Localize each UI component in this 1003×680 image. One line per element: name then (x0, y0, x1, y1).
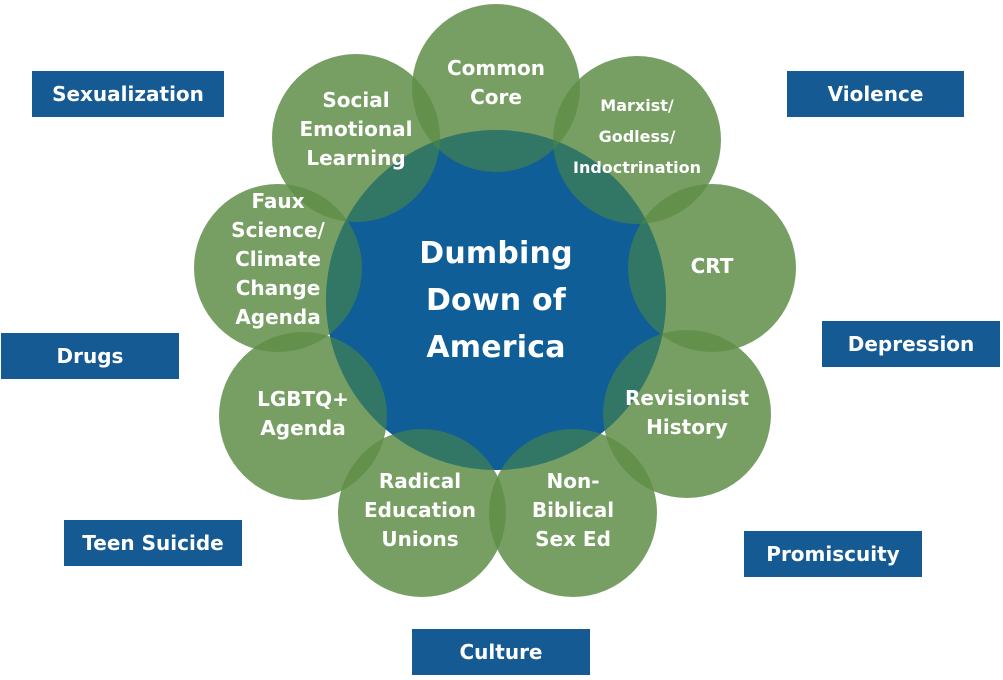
petal-circle-crt (628, 184, 796, 352)
petal-circle-non-biblical-sex-ed (489, 429, 657, 597)
outcome-label: Depression (847, 332, 975, 356)
outcome-label: Teen Suicide (82, 531, 224, 555)
petal-label-faux-science: Faux Science/ Climate Change Agenda (208, 187, 348, 332)
petal-line: Revisionist (625, 386, 749, 410)
petal-line: Godless/ (598, 127, 676, 146)
outcome-label: Violence (827, 82, 924, 106)
petal-line: Sex Ed (535, 527, 611, 551)
petal-line: Science/ (231, 218, 325, 242)
petal-line: Education (364, 498, 476, 522)
petal-label-common-core: Common Core (426, 54, 566, 112)
outcome-box-depression: Depression (822, 321, 1000, 367)
petal-label-social-emotional-learning: Social Emotional Learning (288, 86, 424, 173)
petal-line: Non- (546, 469, 600, 493)
petal-label-marxist: Marxist/ Godless/ Indoctrination (566, 90, 708, 183)
outcome-label: Promiscuity (766, 542, 900, 566)
petal-circle-radical-education-unions (338, 429, 506, 597)
petal-line: Marxist/ (600, 96, 674, 115)
petal-line: Emotional (299, 117, 413, 141)
petal-line: Social (322, 88, 390, 112)
outcome-label: Culture (459, 640, 543, 664)
outcome-box-teen-suicide: Teen Suicide (64, 520, 242, 566)
petal-line: Indoctrination (573, 158, 701, 177)
center-title: Dumbing Down of America (380, 230, 612, 371)
petal-line: Agenda (235, 305, 321, 329)
petal-line: Core (470, 85, 522, 109)
petal-circle-faux-science (194, 184, 362, 352)
petal-line: Radical (378, 469, 462, 493)
outcome-box-culture: Culture (412, 629, 590, 675)
petal-label-crt: CRT (662, 252, 762, 281)
petal-label-non-biblical-sex-ed: Non- Biblical Sex Ed (513, 467, 633, 554)
center-line: America (426, 330, 566, 365)
outcome-label: Drugs (56, 344, 124, 368)
petal-line: Change (235, 276, 321, 300)
outcome-box-sexualization: Sexualization (32, 71, 224, 117)
petal-line: Unions (381, 527, 459, 551)
center-line: Dumbing (419, 236, 573, 271)
center-line: Down of (425, 283, 567, 318)
outcome-label: Sexualization (52, 82, 204, 106)
outcome-box-drugs: Drugs (1, 333, 179, 379)
petal-line: Common (446, 56, 546, 80)
outcome-box-promiscuity: Promiscuity (744, 531, 922, 577)
petal-circle-common-core (412, 4, 580, 172)
petal-line: History (646, 415, 728, 439)
petal-label-lgbtq-agenda: LGBTQ+ Agenda (238, 385, 368, 443)
center-circle (326, 130, 666, 470)
petal-line: LGBTQ+ (257, 387, 349, 411)
petal-label-revisionist-history: Revisionist History (607, 384, 767, 442)
petal-line: Biblical (531, 498, 615, 522)
petal-line: CRT (690, 254, 734, 278)
petal-line: Faux (251, 189, 305, 213)
outcome-box-violence: Violence (787, 71, 964, 117)
petal-label-radical-education-unions: Radical Education Unions (350, 467, 490, 554)
petal-line: Climate (235, 247, 321, 271)
petal-line: Learning (306, 146, 406, 170)
petal-line: Agenda (260, 416, 346, 440)
